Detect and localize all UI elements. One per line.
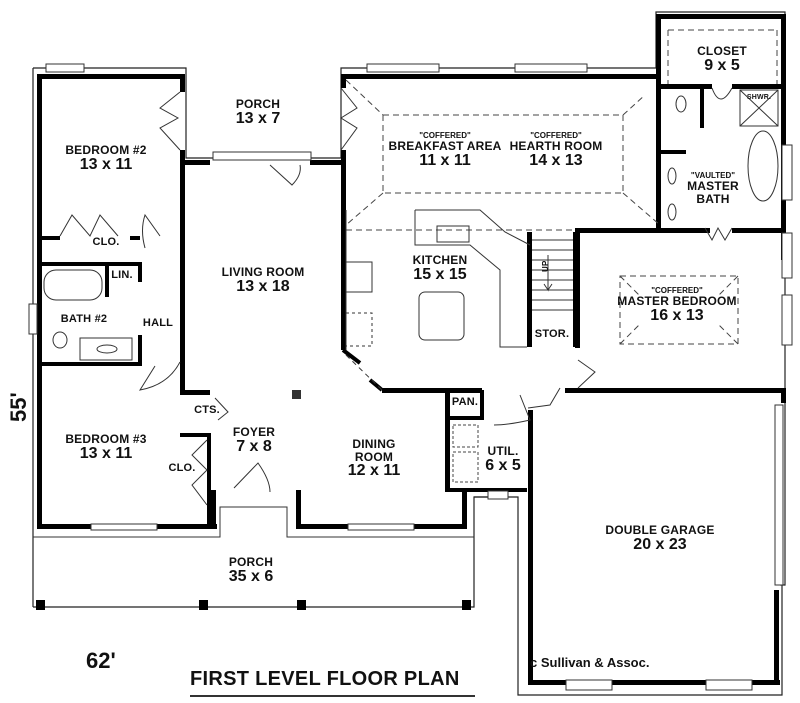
room-name: BREAKFAST AREA [388,139,502,154]
room-name: LIN. [111,269,133,281]
room-coats: CTS. [194,404,220,417]
room-linen: LIN. [111,269,133,282]
stair-up-label: UP [540,260,550,272]
room-name: DINING [352,437,396,451]
room-bath-2: BATH #2 [60,313,108,326]
room-living: LIVING ROOM 13 x 18 [222,266,305,295]
room-hall: HALL [142,317,174,330]
width-dimension: 62' [86,648,116,673]
room-name: PAN. [451,396,479,408]
room-size: 16 x 13 [650,306,704,324]
room-name: KITCHEN [412,253,468,267]
room-name-line-2: ROOM [354,449,394,464]
room-name: MASTER BEDROOM [617,294,737,309]
room-name: MASTER [687,179,739,194]
plan-title: FIRST LEVEL FLOOR PLAN [190,668,460,690]
room-shower: SHWR. [747,94,771,101]
room-hearth: "COFFERED" HEARTH ROOM 14 x 13 [509,131,603,170]
room-name: LIVING ROOM [221,265,305,279]
room-size: 12 x 11 [347,462,401,480]
room-name: FOYER [232,425,276,439]
room-name: HALL [142,317,174,329]
room-name: BEDROOM #2 [65,143,147,157]
room-kitchen: KITCHEN 15 x 15 [413,254,468,283]
room-utility: UTIL. 6 x 5 [485,445,521,474]
room-name: PORCH [235,97,281,111]
room-name: DOUBLE GARAGE [605,523,715,537]
room-name: HEARTH ROOM [509,139,603,154]
room-size: 7 x 8 [236,437,272,455]
ceiling-note: "COFFERED" [530,131,582,140]
copyright-notice: c Sullivan & Assoc. [530,655,650,670]
title-underline [190,695,475,697]
room-size: 13 x 11 [79,155,133,173]
room-bedroom-2: BEDROOM #2 13 x 11 [65,144,146,173]
ceiling-note: "COFFERED" [651,286,703,295]
room-foyer: FOYER 7 x 8 [233,426,275,455]
room-closet-bedroom-3: CLO. [168,462,196,475]
room-size: 13 x 11 [79,444,133,462]
room-name: CLO. [92,236,120,248]
room-porch-rear: PORCH 13 x 7 [236,98,280,127]
room-master-bath: "VAULTED" MASTER BATH [687,171,739,206]
ceiling-note: "COFFERED" [419,131,471,140]
room-garage: DOUBLE GARAGE 20 x 23 [605,524,714,553]
room-name: PORCH [228,555,274,569]
room-name: UP [540,260,550,272]
room-name: CLO. [168,462,196,474]
room-pantry: PAN. [451,396,479,409]
room-master-closet: CLOSET 9 x 5 [697,45,747,74]
room-name: UTIL. [487,444,519,458]
room-size: 13 x 7 [235,109,281,127]
room-name: CTS. [194,404,220,416]
room-name: BATH #2 [60,313,108,325]
room-dining: DINING ROOM 12 x 11 [348,438,401,480]
room-name-line-2: BATH [696,191,730,206]
room-size: 15 x 15 [413,265,467,283]
room-size: 20 x 23 [633,535,687,553]
room-master-bedroom: "COFFERED" MASTER BEDROOM 16 x 13 [617,286,737,325]
room-size: 14 x 13 [529,151,583,169]
room-storage: STOR. [534,328,570,341]
room-name: STOR. [534,328,570,340]
room-name: CLOSET [697,44,747,58]
room-size: 13 x 18 [236,277,290,295]
room-closet-bedroom-2: CLO. [92,236,120,249]
room-size: 35 x 6 [228,567,274,585]
room-name: SHWR. [746,94,772,101]
room-name: BEDROOM #3 [65,432,147,446]
room-size: 11 x 11 [419,151,471,169]
room-breakfast: "COFFERED" BREAKFAST AREA 11 x 11 [388,131,502,170]
depth-dimension: 55' [6,392,31,422]
room-porch-front: PORCH 35 x 6 [229,556,273,585]
room-size: 9 x 5 [704,56,740,74]
room-size: 6 x 5 [485,456,521,474]
room-bedroom-3: BEDROOM #3 13 x 11 [65,433,146,462]
ceiling-note: "VAULTED" [690,171,736,180]
